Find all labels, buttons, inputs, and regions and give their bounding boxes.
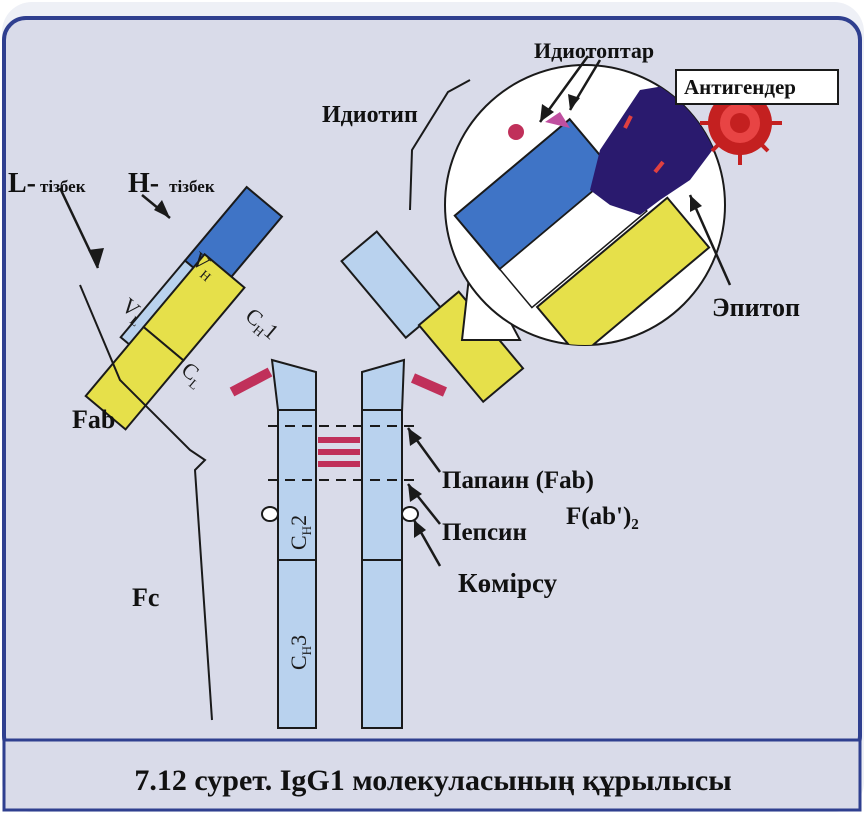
idiotype-brace <box>409 79 471 211</box>
ch3-domain-right <box>361 559 403 729</box>
ch2-label: CH2 <box>286 515 314 550</box>
pepsin-label: Пепсин <box>442 519 527 546</box>
idiotope-mark-1 <box>508 124 524 140</box>
l-chain-label: L-тізбек <box>8 168 86 199</box>
carbohydrate-label: Көмірсу <box>458 568 558 598</box>
idiotopes-label: Идиотоптар <box>534 38 654 63</box>
epitope-arrow <box>688 194 732 286</box>
carbohydrate-left <box>261 506 279 522</box>
antigens-label-box <box>675 69 839 105</box>
fc-label: Fc <box>132 583 159 612</box>
epitope-label: Эпитоп <box>712 293 800 322</box>
idiotope-mark-2 <box>545 112 570 128</box>
ch3-label: CH3 <box>286 635 314 670</box>
ch2-domain-right <box>361 409 403 561</box>
disulfide-bond-right <box>410 373 448 397</box>
carbohydrate-right <box>401 506 419 522</box>
h-chain-label: H-тізбек <box>128 168 215 199</box>
fab-label: Fab <box>72 405 115 434</box>
fab-fc-brace <box>79 284 213 721</box>
pepsin-product-label: F(ab')₂ <box>566 503 639 530</box>
zoom-vl-domain <box>535 196 711 345</box>
figure-caption: 7.12 сурет. IgG1 молекуласының құрылысы <box>134 764 731 797</box>
cl-domain-left <box>84 325 185 431</box>
epitope-mark-2 <box>653 160 665 174</box>
antigens-label: Антигендер <box>684 75 796 99</box>
epitope-mark-1 <box>623 115 633 129</box>
antigen-fragment <box>590 80 720 215</box>
ch3-domain-left <box>277 559 317 729</box>
idiotype-label: Идиотип <box>322 102 418 128</box>
caption-bar <box>2 738 862 812</box>
papain-label: Папаин (Fab) <box>442 467 594 494</box>
disulfide-bond-left <box>229 367 273 397</box>
